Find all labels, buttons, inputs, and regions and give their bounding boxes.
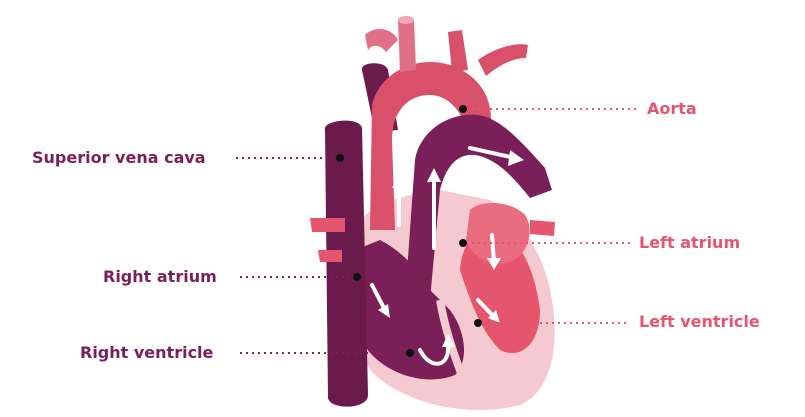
dot-right-ventricle: [406, 349, 414, 357]
label-right-ventricle: Right ventricle: [80, 343, 213, 363]
aorta-branch-tip: [398, 16, 414, 24]
dot-left-atrium: [459, 239, 467, 247]
aorta-branch-1: [398, 20, 416, 72]
pulmonary-vein-left: [310, 218, 345, 232]
label-right-atrium: Right atrium: [103, 267, 217, 287]
label-superior-vena-cava: Superior vena cava: [32, 148, 206, 168]
dot-left-ventricle: [474, 319, 482, 327]
pulmonary-vein-left-2: [318, 250, 342, 262]
dot-right-atrium: [353, 273, 361, 281]
aorta-branch-4: [365, 29, 398, 52]
aorta-branch-3: [478, 44, 528, 76]
label-left-ventricle: Left ventricle: [639, 312, 760, 332]
arrow-la: [492, 235, 494, 262]
label-left-atrium: Left atrium: [639, 233, 740, 253]
dot-aorta: [459, 105, 467, 113]
vena-cava: [325, 121, 368, 407]
dot-svc: [336, 154, 344, 162]
pulmonary-vein-right: [530, 220, 555, 236]
arrowhead-svc: [392, 174, 406, 188]
label-aorta: Aorta: [647, 99, 697, 119]
